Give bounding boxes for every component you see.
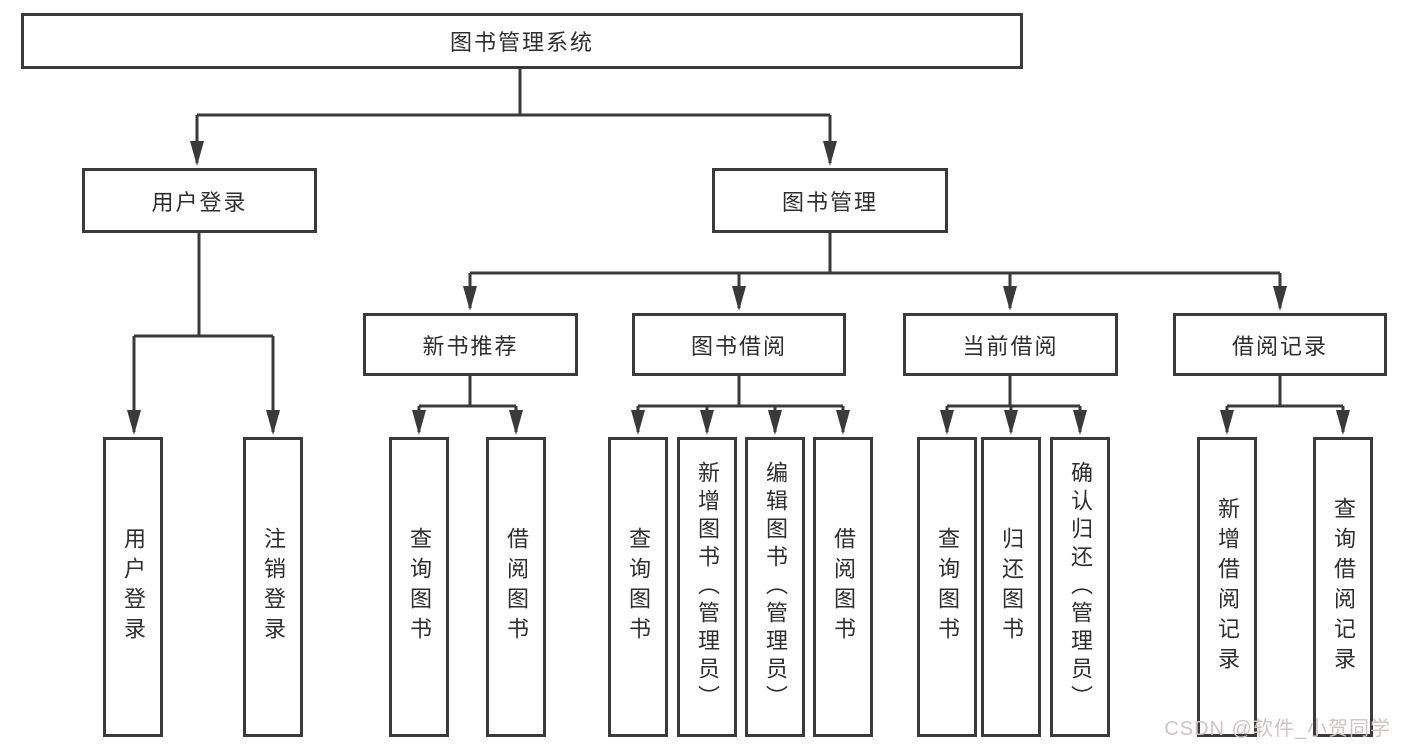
node-book-management: 图书管理 [712, 168, 948, 233]
node-current-borrow: 当前借阅 [903, 313, 1118, 376]
connector-arrows [127, 115, 1350, 435]
leaf-query-borrow-record-label: 查询借阅记录 [1331, 497, 1356, 677]
watermark: CSDN @软件_小贺同学 [1164, 718, 1391, 740]
leaf-query-books-recommend-label: 查询图书 [407, 527, 432, 647]
leaf-query-books-recommend: 查询图书 [389, 437, 449, 737]
leaf-query-books-borrow-label: 查询图书 [626, 527, 651, 647]
leaf-return-books: 归还图书 [981, 437, 1041, 737]
leaf-query-borrow-record: 查询借阅记录 [1313, 437, 1373, 737]
node-book-borrow-label: 图书借阅 [690, 333, 787, 359]
node-current-borrow-label: 当前借阅 [962, 333, 1059, 359]
node-root-label: 图书管理系统 [449, 30, 594, 55]
leaf-user-login: 用户登录 [103, 437, 163, 737]
node-borrow-records: 借阅记录 [1173, 313, 1387, 376]
leaf-add-borrow-record: 新增借阅记录 [1197, 437, 1257, 737]
leaf-user-login-label: 用户登录 [121, 527, 146, 647]
node-user-login: 用户登录 [82, 168, 317, 233]
leaf-query-books-current: 查询图书 [917, 437, 977, 737]
leaf-logout: 注销登录 [243, 437, 303, 737]
leaf-query-books-borrow: 查询图书 [608, 437, 668, 737]
leaf-edit-books-admin: 编辑图书（管理员） [745, 437, 805, 737]
connector-skeleton [134, 69, 1343, 408]
leaf-add-books-admin-label: 新增图书（管理员） [695, 461, 720, 713]
node-book-borrow: 图书借阅 [632, 313, 846, 376]
node-new-book-recommend-label: 新书推荐 [422, 333, 519, 359]
leaf-add-books-admin: 新增图书（管理员） [677, 437, 737, 737]
node-book-management-label: 图书管理 [781, 189, 878, 215]
leaf-logout-label: 注销登录 [261, 527, 286, 647]
leaf-return-books-label: 归还图书 [999, 527, 1024, 647]
leaf-borrow-books: 借阅图书 [813, 437, 873, 737]
leaf-borrow-books-recommend-label: 借阅图书 [504, 527, 529, 647]
node-borrow-records-label: 借阅记录 [1231, 333, 1328, 359]
leaf-edit-books-admin-label: 编辑图书（管理员） [763, 461, 788, 713]
leaf-confirm-return-admin-label: 确认归还（管理员） [1068, 461, 1093, 713]
node-new-book-recommend: 新书推荐 [363, 313, 578, 376]
node-root: 图书管理系统 [21, 13, 1023, 69]
leaf-borrow-books-label: 借阅图书 [831, 527, 856, 647]
node-user-login-label: 用户登录 [151, 189, 248, 215]
leaf-add-borrow-record-label: 新增借阅记录 [1215, 497, 1240, 677]
leaf-confirm-return-admin: 确认归还（管理员） [1050, 437, 1110, 737]
leaf-borrow-books-recommend: 借阅图书 [486, 437, 546, 737]
leaf-query-books-current-label: 查询图书 [935, 527, 960, 647]
